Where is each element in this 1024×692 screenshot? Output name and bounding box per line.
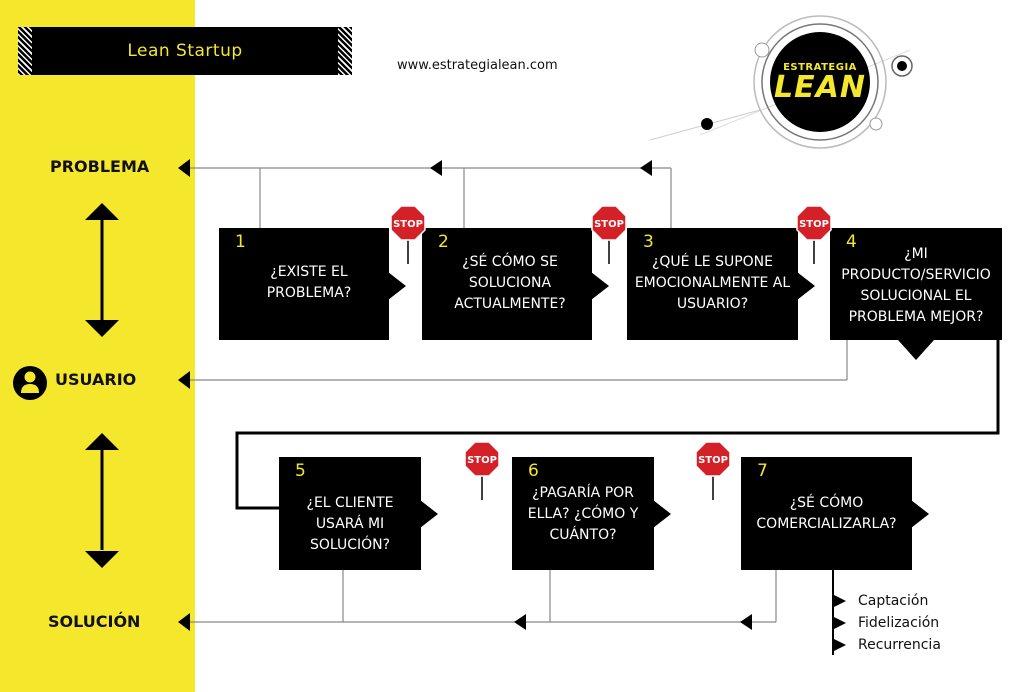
- commercial-step: Fidelización: [858, 615, 940, 631]
- svg-text:STOP: STOP: [467, 455, 497, 466]
- step-number: 1: [235, 232, 246, 252]
- step-number: 6: [528, 461, 539, 481]
- stop-sign-icon: STOP: [796, 205, 832, 264]
- step-box-5: 5 ¿EL CLIENTE USARÁ MI SOLUCIÓN?: [279, 457, 421, 570]
- step-number: 2: [438, 232, 449, 252]
- step-question: ¿QUÉ LE SUPONE EMOCIONALMENTE AL USUARIO…: [634, 254, 791, 312]
- step-box-4: 4 ¿MI PRODUCTO/SERVICIO SOLUCIONAL EL PR…: [830, 228, 1002, 340]
- step-box-3: 3 ¿QUÉ LE SUPONE EMOCIONALMENTE AL USUAR…: [627, 228, 798, 340]
- svg-text:STOP: STOP: [393, 219, 423, 230]
- stop-sign-icon: STOP: [591, 205, 627, 264]
- banner-hatch-right: [338, 27, 352, 75]
- website-url: www.estrategialean.com: [397, 58, 558, 73]
- step-question: ¿EL CLIENTE USARÁ MI SOLUCIÓN?: [306, 495, 394, 553]
- step-question: ¿EXISTE EL PROBLEMA?: [266, 264, 352, 301]
- step-number: 4: [846, 232, 857, 252]
- commercial-step: Captación: [858, 593, 929, 609]
- step-question: ¿PAGARÍA POR ELLA? ¿CÓMO Y CUÁNTO?: [527, 485, 639, 543]
- step-box-2: 2 ¿SÉ CÓMO SE SOLUCIONA ACTUALMENTE?: [422, 228, 592, 340]
- commercial-step: Recurrencia: [858, 637, 941, 653]
- label-user: USUARIO: [55, 370, 137, 389]
- step-number: 7: [757, 461, 768, 481]
- step-question: ¿MI PRODUCTO/SERVICIO SOLUCIONAL EL PROB…: [841, 246, 991, 325]
- user-icon: [13, 366, 47, 400]
- step-box-6: 6 ¿PAGARÍA POR ELLA? ¿CÓMO Y CUÁNTO?: [512, 457, 654, 570]
- svg-text:STOP: STOP: [594, 219, 624, 230]
- step-number: 5: [295, 461, 306, 481]
- step-box-1: 1 ¿EXISTE EL PROBLEMA?: [219, 228, 389, 340]
- yellow-sidebar: [0, 0, 195, 692]
- logo-subtitle: ESTRATEGIA: [783, 62, 857, 73]
- svg-text:STOP: STOP: [698, 455, 728, 466]
- logo-title: LEAN: [774, 70, 866, 105]
- stop-sign-icon: STOP: [464, 441, 500, 500]
- stop-sign-icon: STOP: [695, 441, 731, 500]
- svg-text:STOP: STOP: [799, 219, 829, 230]
- step-question: ¿SÉ CÓMO SE SOLUCIONA ACTUALMENTE?: [454, 254, 566, 312]
- page-title: Lean Startup: [127, 41, 243, 61]
- step-box-7: 7 ¿SÉ CÓMO COMERCIALIZARLA?: [741, 457, 912, 570]
- stop-sign-icon: STOP: [390, 205, 426, 264]
- step-number: 3: [643, 232, 654, 252]
- label-solution: SOLUCIÓN: [48, 612, 141, 631]
- title-banner: Lean Startup: [18, 27, 352, 75]
- step-question: ¿SÉ CÓMO COMERCIALIZARLA?: [756, 495, 897, 532]
- banner-hatch-left: [18, 27, 32, 75]
- label-problem: PROBLEMA: [50, 157, 150, 176]
